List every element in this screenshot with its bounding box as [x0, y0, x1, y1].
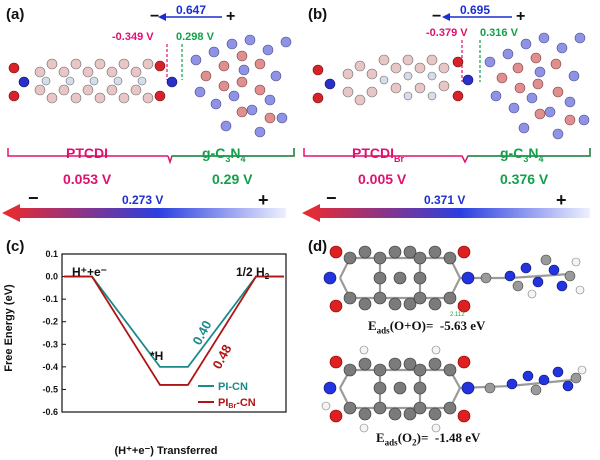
panel-b-arrow-plus: + — [556, 190, 567, 210]
plot-frame — [61, 253, 287, 413]
state-start-label: H⁺+e⁻ — [72, 265, 107, 279]
panel-b-figure: − 0.695 + -0.379 V 0.316 V — [302, 3, 591, 222]
series-line-2 — [64, 275, 284, 386]
y-tick-label: -0.4 — [42, 362, 58, 372]
y-tick-label: 0.1 — [45, 249, 58, 259]
panel-a-figure: − 0.647 + -0.349 V 0.298 V — [2, 3, 295, 222]
panel-d-bottom-molecule — [321, 345, 587, 433]
state-mid-label: *H — [150, 349, 163, 363]
panel-b-arrow-minus: − — [326, 188, 337, 208]
panel-b-right-label: g-C3N4 — [500, 145, 544, 164]
panel-a-left-potential: -0.349 V — [112, 31, 154, 43]
panel-a-molecule — [8, 34, 292, 138]
y-tick-label: -0.1 — [42, 294, 58, 304]
panel-a-left-value: 0.053 V — [63, 171, 112, 187]
panel-b-dipole-arrowhead — [442, 13, 450, 21]
panel-a-right-bracket — [172, 148, 295, 157]
panel-d-top-molecule: 2.112 — [323, 245, 585, 318]
panel-b-dipole-value: 0.695 — [460, 3, 490, 17]
panel-a-right-potential: 0.298 V — [176, 31, 215, 43]
y-tick-label: -0.6 — [42, 407, 58, 417]
x-axis-label: (H⁺+e⁻) Transferred — [114, 445, 217, 457]
panel-a-dipole-value: 0.647 — [176, 3, 206, 17]
panel-a-right-label: g-C3N4 — [202, 145, 246, 164]
panel-b-potential-arrow — [302, 204, 590, 222]
y-tick-label: -0.5 — [42, 384, 58, 394]
series-line-1 — [64, 275, 284, 368]
panel-b-plus: + — [516, 8, 525, 25]
panel-a-left-bracket — [7, 148, 295, 165]
panel-b-tag: (b) — [308, 6, 328, 23]
panel-b-left-label: PTCDIBr — [352, 145, 405, 164]
panel-a-arrow-plus: + — [258, 190, 269, 210]
panel-a-dipole-arrowhead — [158, 13, 166, 21]
y-tick-label: -0.2 — [42, 317, 58, 327]
panel-d-tag: (d) — [308, 238, 328, 255]
barrier-1-label: 0.40 — [189, 318, 214, 347]
legend-label-1: PI-CN — [218, 381, 248, 393]
panel-b-molecule — [312, 32, 590, 140]
panel-b-right-potential: 0.316 V — [480, 27, 519, 39]
panel-a-arrow-value: 0.273 V — [122, 193, 163, 207]
free-energy-chart: 0.1 0.0 -0.1 -0.2 -0.3 -0.4 -0.5 -0.6 Free Ener… — [3, 249, 287, 457]
panel-b-left-potential: -0.379 V — [426, 27, 468, 39]
bond-length-label: 2.112 — [450, 312, 465, 318]
panel-a-tag: (a) — [6, 6, 25, 23]
eads-o2-label: Eads(O2)= -1.48 eV — [376, 430, 481, 448]
panel-a-right-value: 0.29 V — [212, 171, 253, 187]
panel-d-figure: 2.112 — [321, 245, 587, 433]
y-axis-label: Free Energy (eV) — [3, 284, 15, 372]
panel-b-left-value: 0.005 V — [358, 171, 407, 187]
panel-a-left-label: PTCDI — [66, 145, 108, 161]
panel-b-arrow-value: 0.371 V — [424, 193, 465, 207]
y-tick-label: 0.0 — [45, 272, 58, 282]
panel-b-minus: − — [432, 8, 441, 25]
panel-a-arrow-minus: − — [28, 188, 39, 208]
chart-legend: PI-CN PIBr-CN — [198, 381, 256, 410]
state-end-label: 1/2 H2 — [236, 265, 270, 281]
panel-b-right-bracket — [468, 148, 591, 157]
panel-a-potential-arrow — [2, 204, 286, 222]
panel-b-left-bracket — [303, 148, 591, 164]
panel-a-plus: + — [226, 8, 235, 25]
y-tick-label: -0.3 — [42, 339, 58, 349]
panel-c-tag: (c) — [6, 238, 25, 255]
panel-a-minus: − — [150, 8, 159, 25]
legend-label-2: PIBr-CN — [218, 397, 256, 410]
panel-b-right-value: 0.376 V — [500, 171, 549, 187]
eads-oo-label: Eads(O+O)= -5.63 eV — [368, 318, 486, 336]
